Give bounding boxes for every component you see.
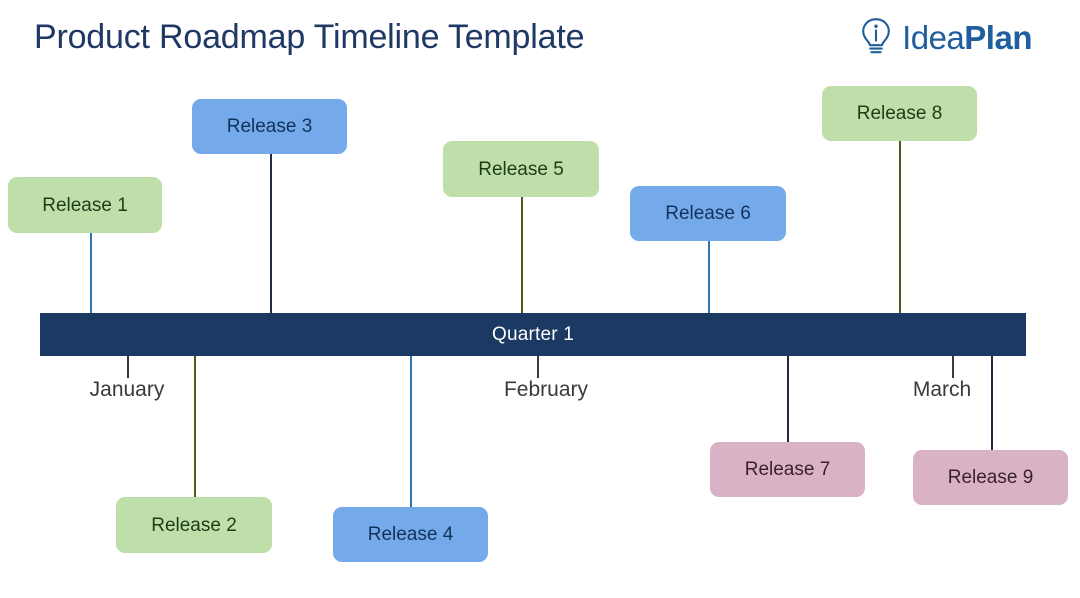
release-label: Release 7 [744,459,831,480]
release-label: Release 4 [367,524,454,545]
release-connector-6 [708,241,710,313]
release-box-9[interactable]: Release 9 [913,450,1068,505]
release-label: Release 9 [947,467,1034,488]
timeline-bar[interactable]: Quarter 1 [40,313,1026,356]
release-box-2[interactable]: Release 2 [116,497,272,553]
release-label: Release 6 [665,203,751,224]
month-tick-february [537,356,539,378]
lightbulb-idea-icon [859,16,893,58]
release-label: Release 2 [151,514,237,536]
release-label: Release 8 [856,103,943,124]
brand-logo: IdeaPlan [859,16,1032,58]
release-connector-7 [787,356,789,442]
release-label: Release 1 [42,194,128,216]
month-label-january: January [89,378,165,401]
timeline-bar-label: Quarter 1 [491,323,575,345]
brand-wordmark: IdeaPlan [902,21,1032,54]
brand-name-regular: Idea [902,18,965,56]
release-label: Release 3 [226,116,313,137]
release-box-7[interactable]: Release 7 [710,442,865,497]
release-box-1[interactable]: Release 1 [8,177,162,233]
release-connector-1 [90,233,92,313]
release-box-6[interactable]: Release 6 [630,186,786,241]
brand-name-bold: Plan [964,18,1032,56]
release-connector-9 [991,356,993,450]
page-title: Product Roadmap Timeline Template [34,18,585,56]
month-tick-january [127,356,129,378]
release-box-3[interactable]: Release 3 [192,99,347,154]
release-connector-8 [899,141,901,313]
release-connector-3 [270,154,272,313]
month-tick-march [952,356,954,378]
release-connector-4 [410,356,412,507]
release-box-5[interactable]: Release 5 [443,141,599,197]
release-box-8[interactable]: Release 8 [822,86,977,141]
release-connector-5 [521,197,523,313]
release-connector-2 [194,356,196,497]
release-label: Release 5 [478,158,564,180]
release-box-4[interactable]: Release 4 [333,507,488,562]
month-label-february: February [503,378,589,401]
month-label-march: March [912,378,972,401]
